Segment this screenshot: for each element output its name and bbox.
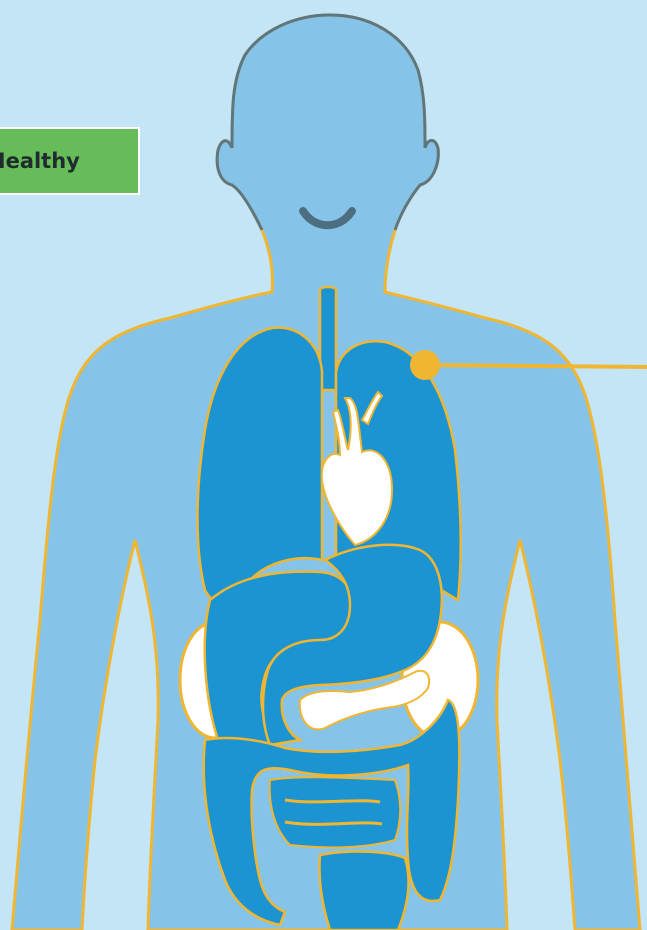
status-label-text: Healthy — [0, 129, 80, 193]
status-label: Healthy — [0, 127, 140, 195]
callout-marker — [410, 350, 440, 380]
intestines-icon — [270, 777, 401, 847]
intestines-icon — [319, 852, 408, 930]
callout-line — [425, 365, 647, 367]
